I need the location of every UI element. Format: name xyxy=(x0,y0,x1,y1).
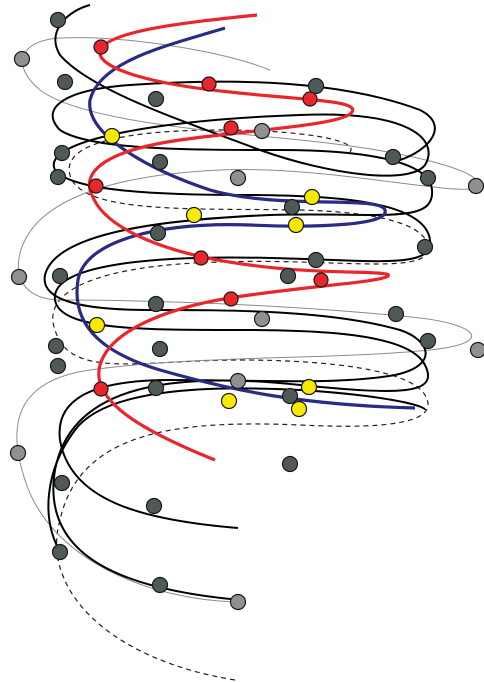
red-node xyxy=(88,178,104,194)
black-helix-turn-1 xyxy=(52,4,432,601)
red-node xyxy=(193,250,209,266)
gray-node-light xyxy=(253,310,271,328)
yellow-node xyxy=(287,216,305,234)
gray-node xyxy=(279,267,297,285)
yellow-nodes xyxy=(88,127,321,418)
gray-node xyxy=(307,251,325,269)
red-node xyxy=(93,39,109,55)
gray-node xyxy=(51,267,69,285)
gray-node-light xyxy=(229,593,247,611)
blue-strand-path xyxy=(75,26,416,410)
gray-node-light xyxy=(9,444,27,462)
gray-node xyxy=(419,169,437,187)
gray-node-light xyxy=(10,268,28,286)
gray-node-light xyxy=(469,341,484,359)
gray-node xyxy=(53,144,71,162)
gray-node xyxy=(51,543,69,561)
red-node xyxy=(302,91,318,107)
yellow-node xyxy=(290,400,308,418)
gray-node xyxy=(53,474,71,492)
gray-node-light xyxy=(467,177,484,195)
red-nodes xyxy=(88,39,329,397)
yellow-node xyxy=(185,206,203,224)
black-helix-turn-3 xyxy=(47,387,426,556)
red-node xyxy=(201,76,217,92)
yellow-node xyxy=(88,316,106,334)
gray-node xyxy=(49,11,67,29)
gray-node xyxy=(416,238,434,256)
gray-node xyxy=(47,337,65,355)
gray-node xyxy=(387,305,405,323)
thin-gray-helix xyxy=(16,37,479,603)
gray-node xyxy=(49,168,67,186)
yellow-node xyxy=(103,127,121,145)
gray-node xyxy=(419,332,437,350)
red-node xyxy=(313,272,329,288)
gray-node-light xyxy=(13,50,31,68)
gray-node-light xyxy=(229,372,247,390)
red-strand-path xyxy=(87,13,390,462)
gray-node xyxy=(147,90,165,108)
red-strand xyxy=(87,13,390,462)
gray-node xyxy=(149,224,167,242)
yellow-node xyxy=(300,378,318,396)
yellow-node xyxy=(303,188,321,206)
blue-strand xyxy=(75,26,416,410)
gray-node xyxy=(307,77,325,95)
gray-node xyxy=(145,497,163,515)
red-node xyxy=(93,381,109,397)
gray-node xyxy=(281,387,299,405)
gray-node-light xyxy=(253,122,271,140)
red-node xyxy=(223,120,239,136)
gray-node xyxy=(151,153,169,171)
gray-node-light xyxy=(229,169,247,187)
gray-node xyxy=(56,73,74,91)
gray-node xyxy=(49,357,67,375)
gray-nodes xyxy=(9,11,484,611)
yellow-node xyxy=(220,392,238,410)
gray-node xyxy=(281,455,299,473)
gray-node xyxy=(147,295,165,313)
red-node xyxy=(223,291,239,307)
gray-node xyxy=(384,148,402,166)
gray-node xyxy=(147,379,165,397)
gray-node xyxy=(151,576,169,594)
gray-node xyxy=(283,198,301,216)
thin-helix-turn xyxy=(16,37,479,603)
gray-node xyxy=(151,340,169,358)
